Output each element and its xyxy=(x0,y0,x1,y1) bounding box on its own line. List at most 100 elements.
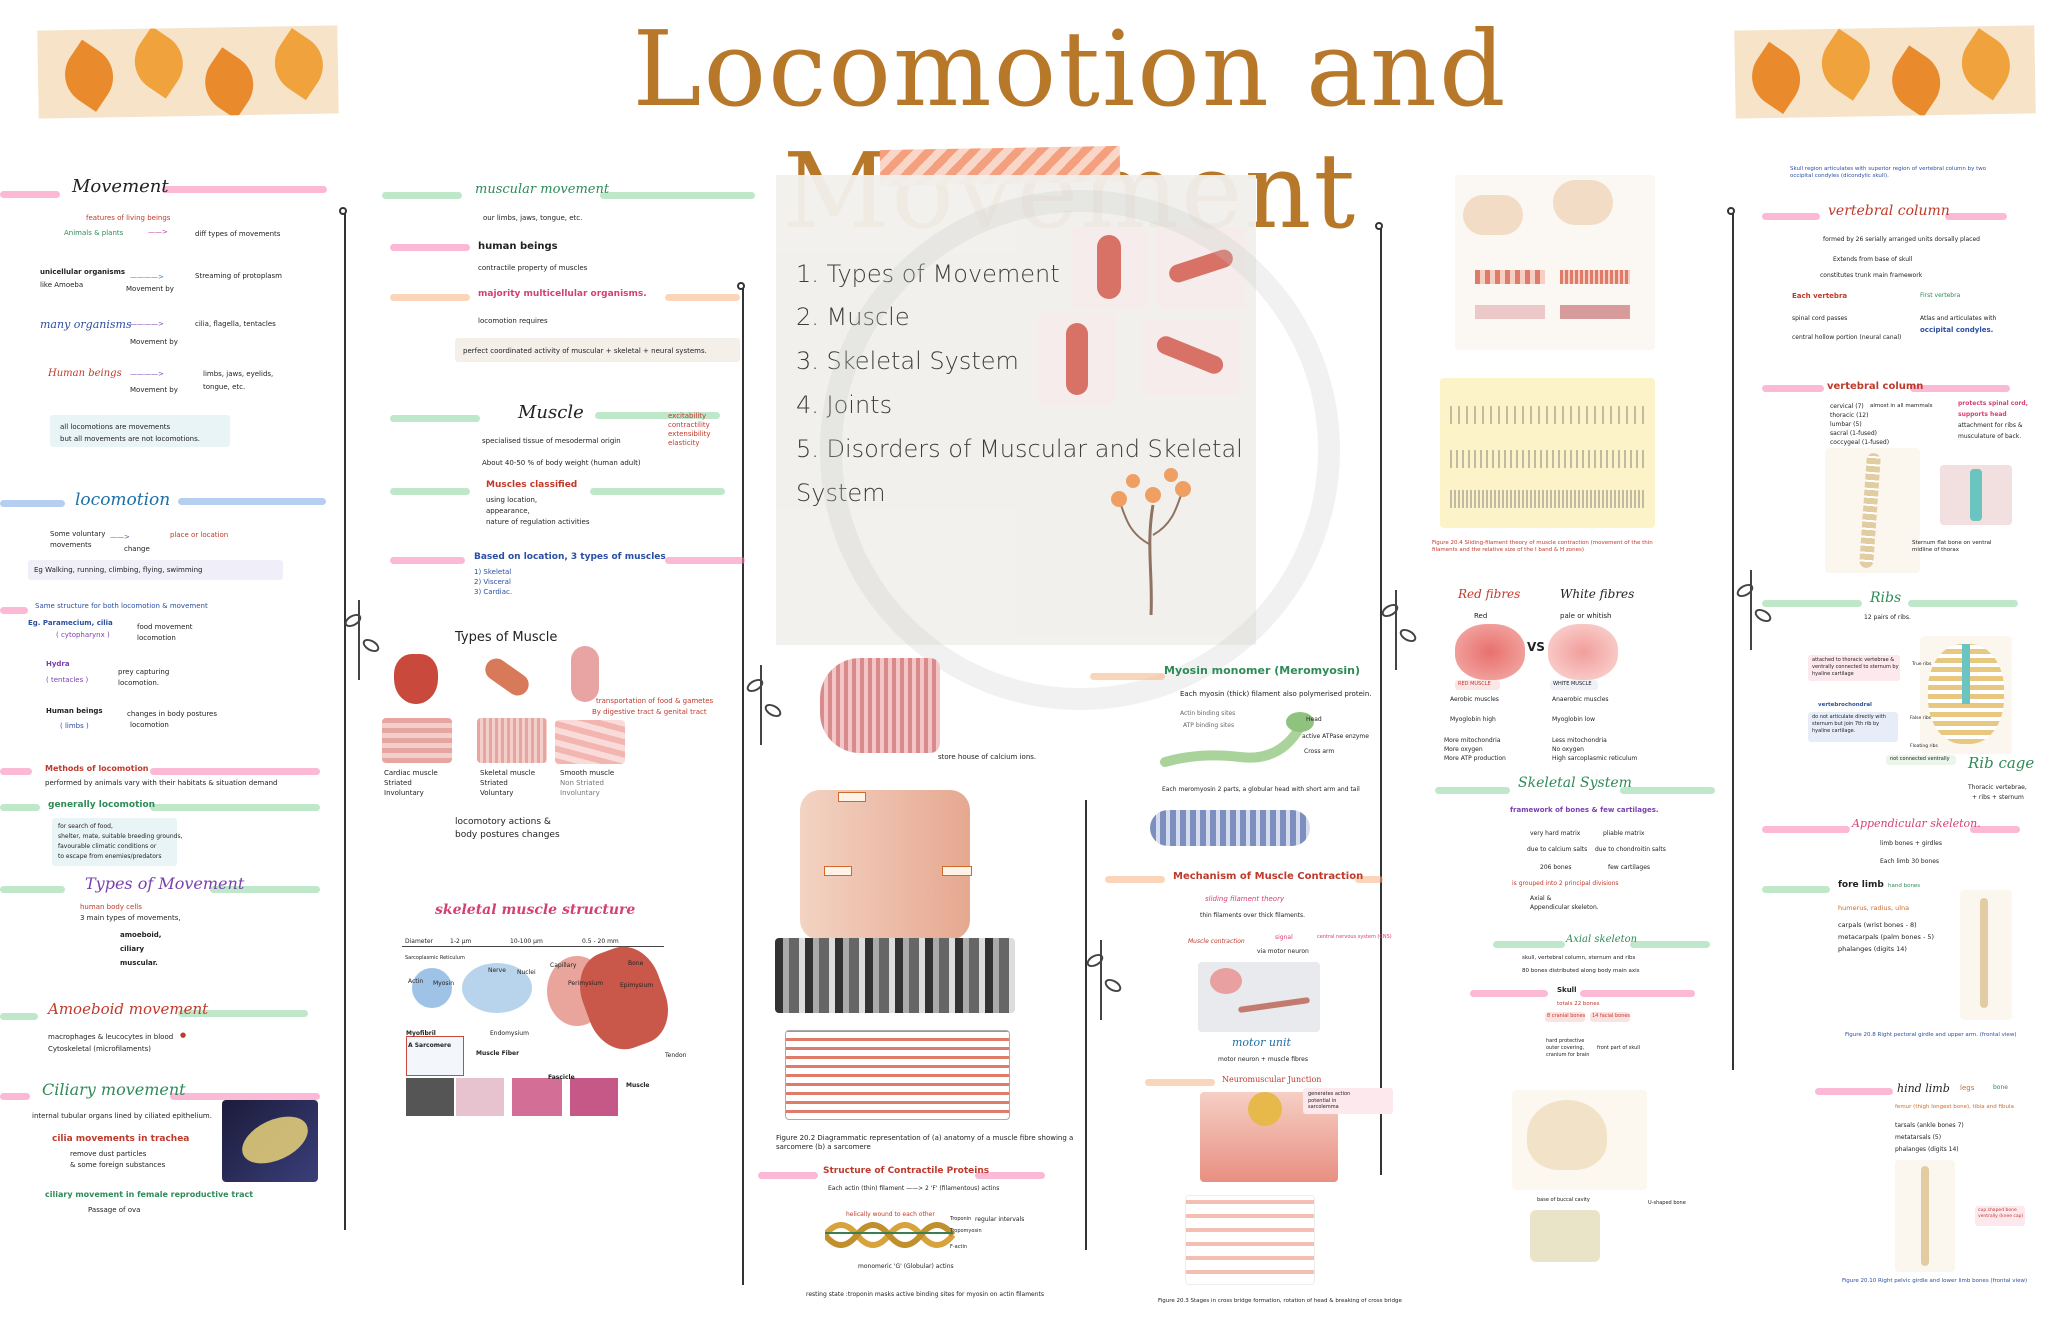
column-divider-3 xyxy=(1085,800,1087,1250)
cranial-box xyxy=(1545,1012,1585,1022)
text-white-list-3: High sarcoplasmic reticulum xyxy=(1552,755,1638,762)
heading-general: generally locomotion xyxy=(48,800,156,810)
text-ova: Passage of ova xyxy=(88,1206,141,1214)
diag-label-epimysium: Epimysium xyxy=(620,982,654,989)
text-calcium: due to calcium salts xyxy=(1527,846,1588,853)
text-animals-plants: Animals & plants xyxy=(64,229,124,237)
diag-label-actin: Actin xyxy=(408,978,424,985)
highlight-bar xyxy=(1470,990,1548,997)
facial-box xyxy=(1590,1012,1630,1022)
text-central: central hollow portion (neural canal) xyxy=(1792,334,1902,341)
reasons-box xyxy=(52,818,177,866)
text-prop-1: excitability xyxy=(668,412,707,420)
heading-amoeboid: Amoeboid movement xyxy=(48,1000,209,1018)
text-prop-3: extensibility xyxy=(668,430,711,438)
heading-fore-limb: fore limb xyxy=(1838,880,1884,890)
text-protects: protects spinal cord, xyxy=(1958,400,2028,407)
sliding-filament-diagram xyxy=(1440,378,1655,528)
muscle-fibre-diagram xyxy=(820,658,940,753)
text-postures: changes in body postures xyxy=(127,710,218,718)
text-trachea: cilia movements in trachea xyxy=(52,1134,190,1144)
arrow-icon: ——> xyxy=(148,228,168,236)
text-u-shaped: U-shaped bone xyxy=(1648,1200,1686,1206)
highlight-bar xyxy=(178,498,326,505)
text-amoeboid-item: amoeboid, xyxy=(120,931,162,939)
highlight-bar xyxy=(390,415,480,422)
diag-label-endomysium: Endomysium xyxy=(490,1030,529,1037)
highlight-bar xyxy=(1620,787,1715,794)
sarcomere-micrograph xyxy=(775,938,1015,1013)
text-search-1: for search of food, xyxy=(58,823,113,830)
arm-muscle-image xyxy=(475,650,539,705)
highlight-bar xyxy=(382,192,462,199)
text-attachment: attachment for ribs & xyxy=(1958,422,2023,429)
text-using-1: using location, xyxy=(486,496,538,504)
diag-label-perimysium: Perimysium xyxy=(568,980,604,987)
text-prey: prey capturing xyxy=(118,668,170,676)
text-methods-desc: performed by animals vary with their hab… xyxy=(45,779,278,787)
diag-label-sr: Sarcoplasmic Reticulum xyxy=(405,955,465,961)
highlight-bar xyxy=(0,804,40,811)
text-myosin-desc: Each myosin (thick) filament also polyme… xyxy=(1180,690,1372,698)
highlight-bar xyxy=(1090,673,1165,680)
text-change: change xyxy=(124,545,150,553)
highlight-bar xyxy=(1815,1088,1893,1095)
text-actin-desc: Each actin (thin) filament ——> 2 'F' (fi… xyxy=(828,1185,1000,1192)
white-fibre-image xyxy=(1548,624,1618,680)
heading-movement: Movement xyxy=(72,176,169,197)
text-front-skull: front part of skull xyxy=(1597,1045,1641,1051)
leaf-icon xyxy=(122,26,195,99)
text-phalanges-2: phalanges (digits 14) xyxy=(1895,1146,1959,1153)
true-ribs-box xyxy=(1808,655,1900,681)
text-sternum: Sternum flat bone on ventral midline of … xyxy=(1912,540,1992,554)
heading-based: Based on location, 3 types of muscles xyxy=(474,552,666,562)
leaf-icon xyxy=(193,47,266,119)
muscle-bundle-diagram xyxy=(800,790,970,940)
arrow-icon: ————> xyxy=(130,320,164,328)
text-locomotion-1: locomotion xyxy=(137,634,176,642)
text-generates: generates action potential in sarcolemma xyxy=(1308,1091,1351,1110)
text-like-amoeba: like Amoeba xyxy=(40,281,84,289)
text-prop-2: contractility xyxy=(668,421,710,429)
text-all-loco-2: but all movements are not locomotions. xyxy=(60,435,200,443)
text-metacarpals: metacarpals (palm bones - 5) xyxy=(1838,933,1935,941)
text-not-connected: not connected ventrally xyxy=(1890,756,1950,762)
text-locomotory-2: body postures changes xyxy=(455,830,560,840)
diag-label-muscle: Muscle xyxy=(626,1082,650,1089)
highlight-bar xyxy=(1762,385,1824,392)
highlight-bar xyxy=(178,1010,308,1017)
text-regular-intervals: regular intervals xyxy=(975,1216,1025,1223)
column-divider-5 xyxy=(1732,210,1734,1070)
red-muscle-label xyxy=(1455,680,1500,690)
text-bone: bone xyxy=(1993,1084,2008,1091)
text-monomeric: monomeric 'G' (Globular) actins xyxy=(858,1263,954,1270)
text-vc-desc: do not articulate directly with sternum … xyxy=(1812,714,1886,734)
text-locomotory-1: locomotory actions & xyxy=(455,817,551,827)
text-skeletal-2: Striated xyxy=(480,779,508,787)
text-limbs: limbs, jaws, eyelids, xyxy=(203,370,274,378)
heading-locomotion: locomotion xyxy=(75,490,171,510)
text-actin-sites: Actin binding sites xyxy=(1180,710,1236,717)
text-features: features of living beings xyxy=(86,214,171,222)
divider-node xyxy=(339,207,347,215)
highlight-bar xyxy=(390,294,470,301)
text-framework: framework of bones & few cartilages. xyxy=(1510,806,1659,814)
text-axial-desc-2: 80 bones distributed along body main axi… xyxy=(1522,968,1640,974)
highlight-bar xyxy=(1145,1079,1215,1086)
text-type-visceral: 2) Visceral xyxy=(474,578,511,586)
ear-bones-image xyxy=(1530,1210,1600,1262)
heading-each-vertebra: Each vertebra xyxy=(1792,292,1848,300)
heading-skull: Skull xyxy=(1557,986,1577,994)
text-region-coccygeal: coccygeal (1-fused) xyxy=(1830,439,1890,446)
text-skeletal-1: Skeletal muscle xyxy=(480,769,536,777)
text-206-bones: 206 bones xyxy=(1540,864,1572,871)
leaf-icon xyxy=(1880,45,1953,118)
highlight-bar xyxy=(162,186,327,193)
highlight-bar xyxy=(170,1093,320,1100)
diag-label-tendon: Tendon xyxy=(665,1052,687,1059)
highlight-bar xyxy=(390,557,465,564)
stomach-image xyxy=(565,640,605,710)
text-myoglobin-high: Myoglobin high xyxy=(1450,716,1496,723)
text-place: place or location xyxy=(170,531,229,539)
text-same-structure: Same structure for both locomotion & mov… xyxy=(35,602,208,610)
